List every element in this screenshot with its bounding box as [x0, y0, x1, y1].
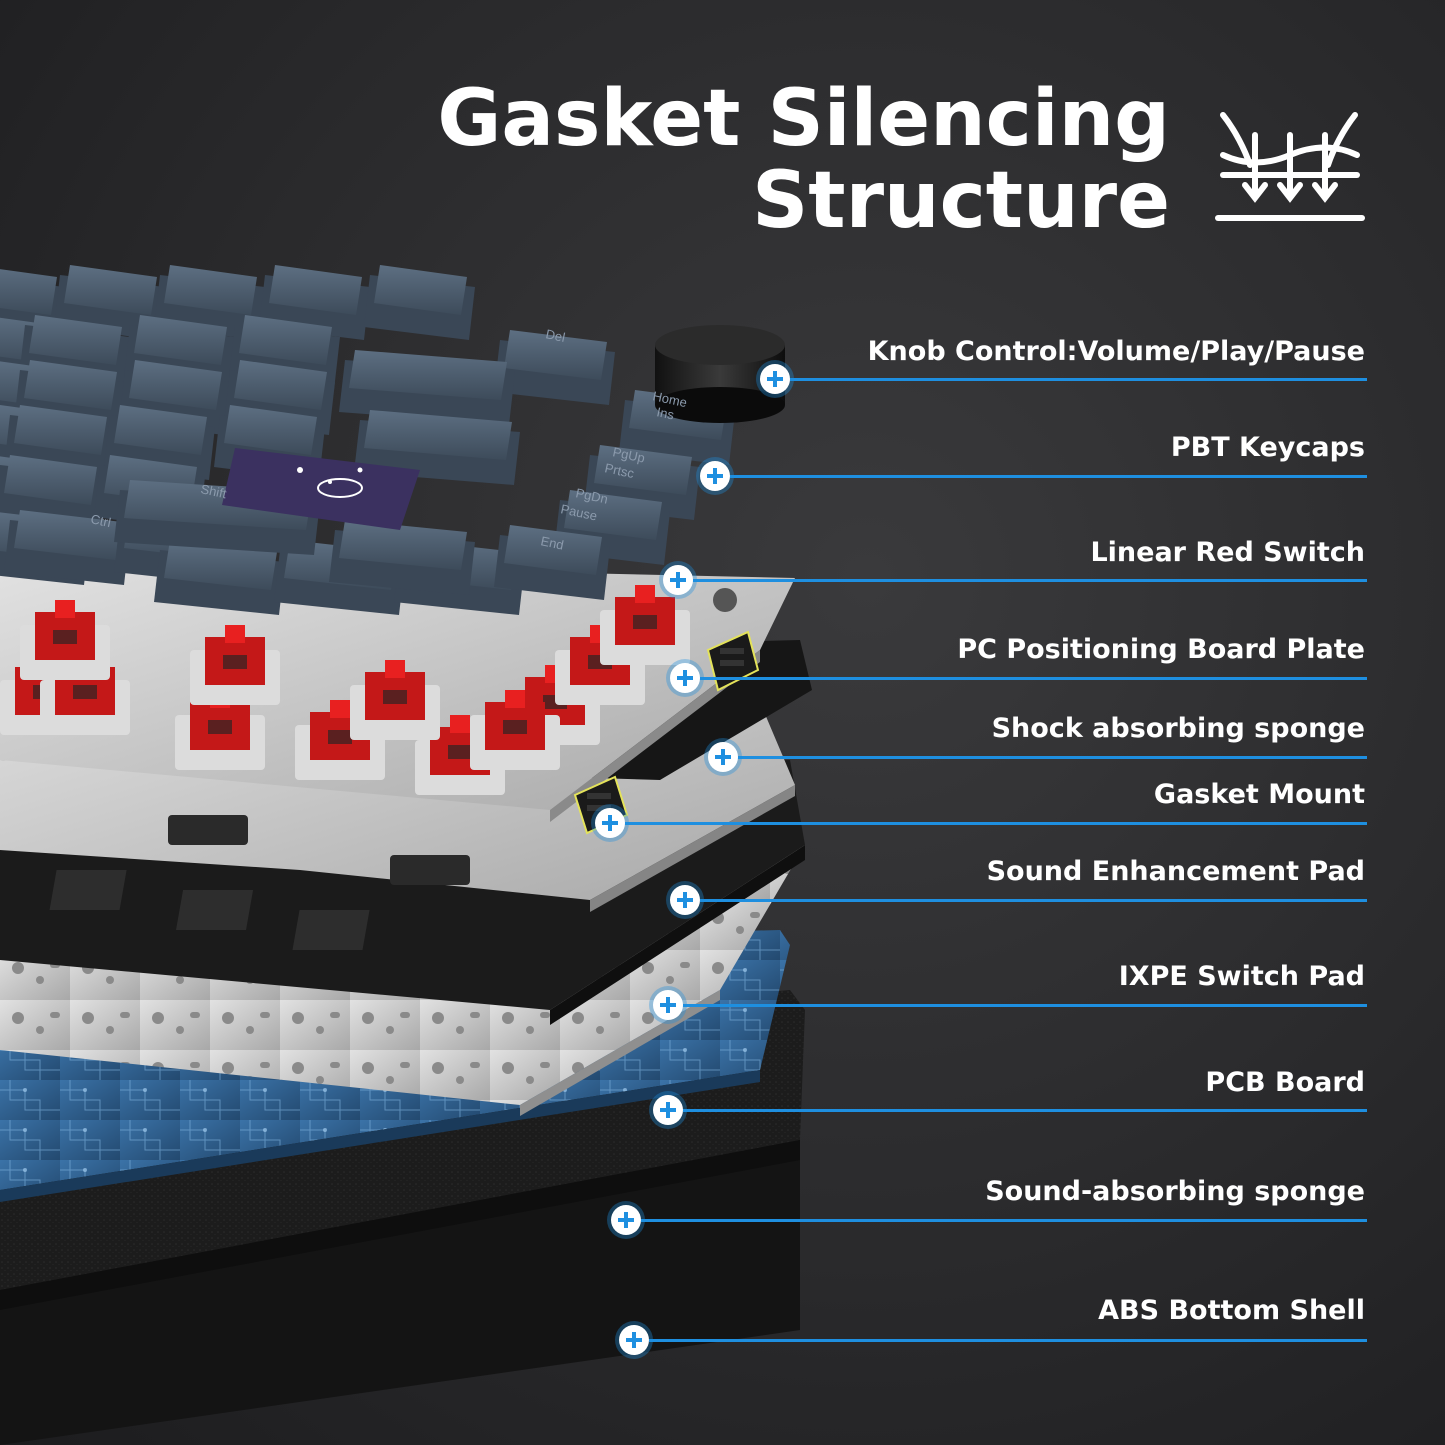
gasket-mount-pieces — [168, 630, 760, 885]
space-artisan-keycap — [222, 448, 420, 530]
keycap-legend-del: Del — [544, 326, 566, 345]
callout-label-switch: Linear Red Switch — [1090, 537, 1365, 568]
red-switch — [600, 585, 690, 665]
callout-label-sound-pad: Sound Enhancement Pad — [986, 856, 1365, 887]
callout-plus-icon-ixpe[interactable] — [653, 990, 683, 1020]
keycap-legend-end: End — [539, 533, 565, 552]
keycap — [339, 350, 515, 425]
red-switch — [175, 690, 265, 770]
keycap — [364, 265, 475, 340]
red-switch — [20, 600, 110, 680]
callout-label-knob: Knob Control:Volume/Play/Pause — [867, 336, 1365, 367]
page-title-line-1: Gasket Silencing — [437, 74, 1170, 164]
keycap-legend-pause: Pause — [559, 501, 598, 523]
callout-plus-icon-plate[interactable] — [670, 663, 700, 693]
keycap-legend-shift: Shift — [199, 481, 228, 501]
callout-leader-line-sound-pad — [700, 899, 1367, 902]
keycap — [354, 410, 520, 485]
callout-plus-icon-pcb[interactable] — [653, 1095, 683, 1125]
callout-label-keycaps: PBT Keycaps — [1170, 432, 1365, 463]
callout-leader-line-knob — [790, 378, 1367, 381]
callout-leader-line-gasket — [625, 822, 1367, 825]
callout-leader-line-pcb — [683, 1109, 1367, 1112]
callout-leader-line-keycaps — [730, 475, 1367, 478]
callout-plus-icon-sound-sponge[interactable] — [611, 1205, 641, 1235]
callout-leader-line-switch — [693, 579, 1367, 582]
callout-leader-line-sound-sponge — [641, 1219, 1367, 1222]
callout-label-shock-sponge: Shock absorbing sponge — [991, 713, 1365, 744]
keycap — [4, 510, 130, 585]
callout-leader-line-shell — [649, 1339, 1367, 1342]
callout-label-pcb: PCB Board — [1205, 1067, 1365, 1098]
keycap-legend-home: Home — [651, 388, 688, 410]
keycap-legend-ctrl: Ctrl — [89, 511, 112, 530]
callout-plus-icon-sound-pad[interactable] — [670, 885, 700, 915]
keycap — [329, 520, 475, 595]
linear-red-switch-grid — [0, 585, 690, 795]
callout-label-ixpe: IXPE Switch Pad — [1118, 961, 1365, 992]
callout-plus-icon-switch[interactable] — [663, 565, 693, 595]
keycap-legend-prtsc: Prtsc — [603, 460, 636, 481]
callout-plus-icon-keycaps[interactable] — [700, 461, 730, 491]
callout-label-sound-sponge: Sound-absorbing sponge — [985, 1176, 1365, 1207]
keycap-legend-pgup: PgUp — [611, 444, 646, 465]
red-switch — [470, 690, 560, 770]
keycap — [154, 540, 285, 615]
page-title-line-2: Structure — [752, 156, 1170, 246]
callout-leader-line-plate — [700, 677, 1367, 680]
callout-plus-icon-shock-sponge[interactable] — [708, 742, 738, 772]
keycap-legend-pgdn: PgDn — [574, 485, 609, 506]
red-switch — [350, 660, 440, 740]
callout-label-shell: ABS Bottom Shell — [1098, 1295, 1365, 1326]
gasket-suspension-icon — [1215, 112, 1365, 221]
callout-plus-icon-shell[interactable] — [619, 1325, 649, 1355]
callout-plus-icon-gasket[interactable] — [595, 808, 625, 838]
callout-label-plate: PC Positioning Board Plate — [957, 634, 1365, 665]
pbt-keycap-grid — [0, 265, 735, 615]
callout-plus-icon-knob[interactable] — [760, 364, 790, 394]
callout-label-gasket: Gasket Mount — [1153, 779, 1365, 810]
red-switch — [190, 625, 280, 705]
volume-knob — [655, 325, 785, 423]
keycap-legend-ins: Ins — [655, 404, 676, 422]
callout-leader-line-shock-sponge — [738, 756, 1367, 759]
callout-leader-line-ixpe — [683, 1004, 1367, 1007]
keycap — [494, 525, 610, 600]
keycap — [494, 330, 615, 405]
